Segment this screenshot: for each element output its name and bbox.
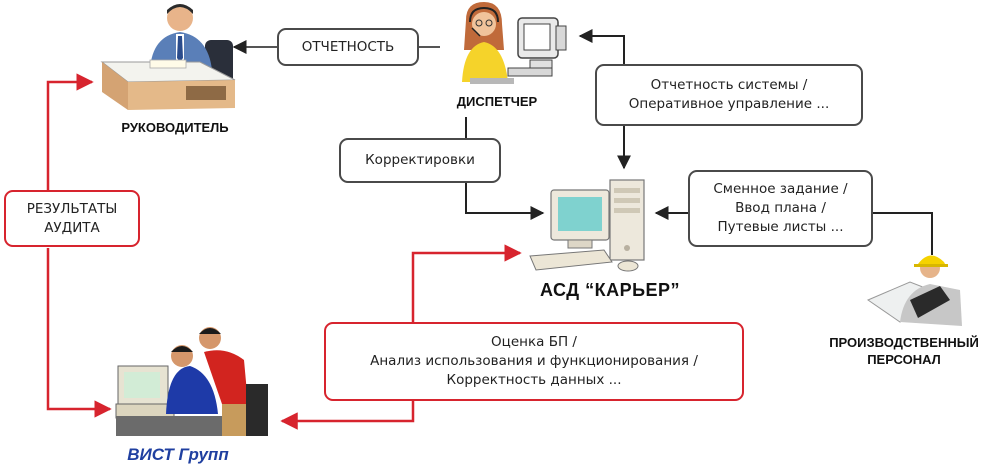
- corrections-box: Корректировки: [339, 138, 501, 183]
- system-label: АСД “КАРЬЕР”: [539, 280, 681, 300]
- dispatcher-headset-icon: [462, 2, 567, 84]
- personnel-label: ПРОИЗВОДСТВЕННЫЙ ПЕРСОНАЛ: [829, 335, 979, 367]
- manager-at-desk-icon: [100, 4, 236, 110]
- desktop-computer-icon: [529, 179, 645, 272]
- dispatcher-label: ДИСПЕТЧЕР: [456, 94, 538, 109]
- worker-hardhat-icon: [866, 255, 962, 326]
- manager-label: РУКОВОДИТЕЛЬ: [121, 120, 229, 135]
- evaluation-box: Оценка БП / Анализ использования и функц…: [324, 322, 744, 401]
- system-reporting-box: Отчетность системы / Оперативное управле…: [595, 64, 863, 126]
- reporting-box: ОТЧЕТНОСТЬ: [277, 28, 419, 66]
- company-label: ВИСТ Групп: [127, 445, 229, 464]
- team-at-computer-icon: [115, 327, 268, 436]
- connector-company-to-system: [280, 244, 522, 430]
- connector-dispatcher-to-system: [465, 117, 545, 220]
- connector-system-to-dispatcher: [578, 29, 631, 170]
- connector-company-to-manager: [46, 73, 112, 418]
- shift-task-box: Сменное задание / Ввод плана / Путевые л…: [688, 170, 873, 247]
- connector-personnel-to-system: [654, 206, 933, 255]
- audit-results-box: РЕЗУЛЬТАТЫ АУДИТА: [4, 190, 140, 247]
